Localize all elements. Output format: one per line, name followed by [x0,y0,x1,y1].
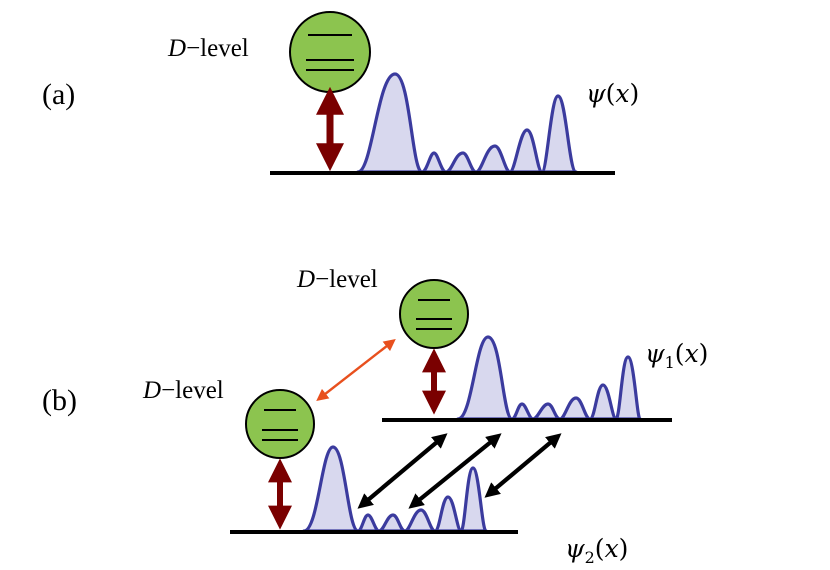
panel-a-d-level-icon [289,11,371,93]
panel-b-tunneling-arrow-1 [357,433,448,509]
panel-a-label: (a) [42,78,75,111]
panel-b-lower-wavefunction [302,445,488,533]
panel-b-upper-wavefunction-label: ψ1(x) [645,339,708,372]
panel-b: (b) D−level ψ1(x) D−level ψ2(x) [42,266,708,567]
panel-b-upper-d-level-label: D−level [296,266,378,293]
panel-b-level-exchange-arrow [316,339,396,401]
panel-b-label: (b) [42,384,77,417]
panel-b-lower-d-level-icon [245,389,315,459]
panel-a-d-level-label: D−level [167,35,249,62]
panel-a: (a) D−level ψ(x) [42,11,639,175]
panel-b-lower-wavefunction-label: ψ2(x) [565,534,628,567]
panel-b-upper-wavefunction [456,335,642,421]
panel-b-tunneling-arrow-2 [408,433,502,509]
panel-a-wavefunction-label: ψ(x) [586,79,639,108]
panel-a-wavefunction [356,72,578,174]
panel-b-upper-d-level-icon [399,279,469,349]
panel-b-lower-d-level-label: D−level [142,377,224,404]
panel-b-tunneling-arrow-3 [484,433,562,498]
